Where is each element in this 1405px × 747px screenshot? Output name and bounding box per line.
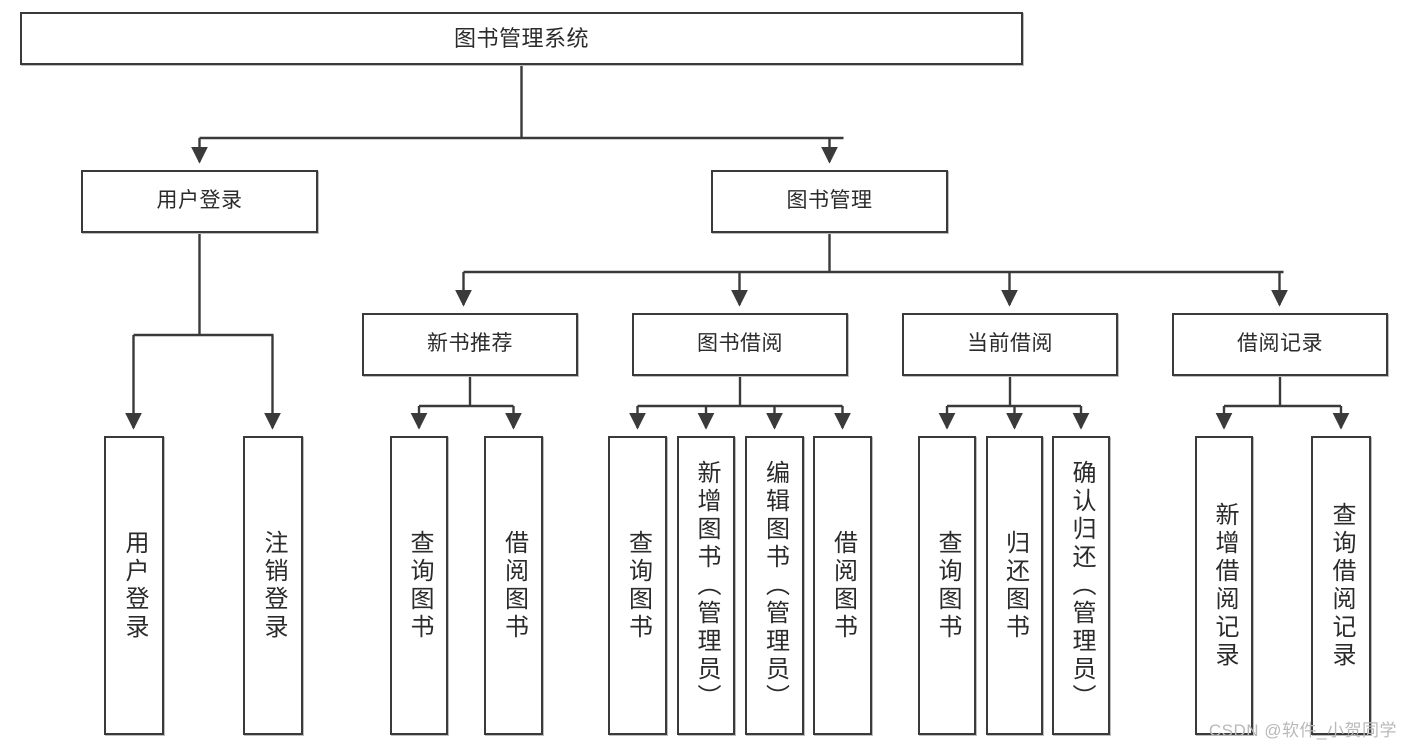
node-new-book-recommend[interactable]: 新书推荐 <box>362 313 578 376</box>
leaf-user-login-label: 用户登录 <box>121 529 148 642</box>
node-root-label: 图书管理系统 <box>453 25 589 51</box>
leaf-query-book-recommend[interactable]: 查询图书 <box>390 436 448 735</box>
node-book-borrow[interactable]: 图书借阅 <box>632 313 848 376</box>
node-borrow-record[interactable]: 借阅记录 <box>1172 313 1388 376</box>
leaf-query-book-current-label: 查询图书 <box>934 529 961 642</box>
leaf-borrow-book-recommend[interactable]: 借阅图书 <box>484 436 543 735</box>
node-new-book-recommend-label: 新书推荐 <box>427 332 513 356</box>
leaf-borrow-book-label: 借阅图书 <box>829 529 857 642</box>
leaf-query-borrow-record-label: 查询借阅记录 <box>1328 501 1355 670</box>
leaf-query-book-recommend-label: 查询图书 <box>406 529 433 642</box>
leaf-add-book-admin[interactable]: 新增图书（管理员） <box>677 436 735 735</box>
leaf-add-borrow-record-label: 新增借阅记录 <box>1211 501 1238 670</box>
leaf-query-book-current[interactable]: 查询图书 <box>918 436 976 735</box>
leaf-add-book-admin-label: 新增图书（管理员） <box>693 459 720 712</box>
leaf-edit-book-admin[interactable]: 编辑图书（管理员） <box>745 436 804 735</box>
node-root[interactable]: 图书管理系统 <box>20 12 1023 65</box>
leaf-user-login[interactable]: 用户登录 <box>104 436 164 735</box>
leaf-query-book-borrow-label: 查询图书 <box>624 529 652 642</box>
node-current-borrow[interactable]: 当前借阅 <box>902 313 1118 376</box>
node-borrow-record-label: 借阅记录 <box>1237 332 1323 356</box>
node-book-management[interactable]: 图书管理 <box>711 170 948 233</box>
leaf-confirm-return-admin[interactable]: 确认归还（管理员） <box>1052 436 1110 735</box>
leaf-edit-book-admin-label: 编辑图书（管理员） <box>761 459 789 712</box>
leaf-return-book[interactable]: 归还图书 <box>986 436 1043 735</box>
leaf-confirm-return-admin-label: 确认归还（管理员） <box>1068 459 1095 712</box>
leaf-query-borrow-record[interactable]: 查询借阅记录 <box>1311 436 1371 735</box>
leaf-logout[interactable]: 注销登录 <box>243 436 303 735</box>
leaf-query-book-borrow[interactable]: 查询图书 <box>608 436 667 735</box>
node-book-management-label: 图书管理 <box>786 189 873 213</box>
leaf-logout-label: 注销登录 <box>260 529 287 642</box>
node-user-login-label: 用户登录 <box>156 189 243 213</box>
leaf-return-book-label: 归还图书 <box>1001 529 1029 642</box>
node-current-borrow-label: 当前借阅 <box>967 332 1053 356</box>
leaf-borrow-book-recommend-label: 借阅图书 <box>500 529 528 642</box>
leaf-borrow-book[interactable]: 借阅图书 <box>813 436 872 735</box>
leaf-add-borrow-record[interactable]: 新增借阅记录 <box>1195 436 1253 735</box>
node-book-borrow-label: 图书借阅 <box>697 332 783 356</box>
node-user-login[interactable]: 用户登录 <box>81 170 318 233</box>
watermark: CSDN @软件_小贺同学 <box>1208 721 1397 740</box>
